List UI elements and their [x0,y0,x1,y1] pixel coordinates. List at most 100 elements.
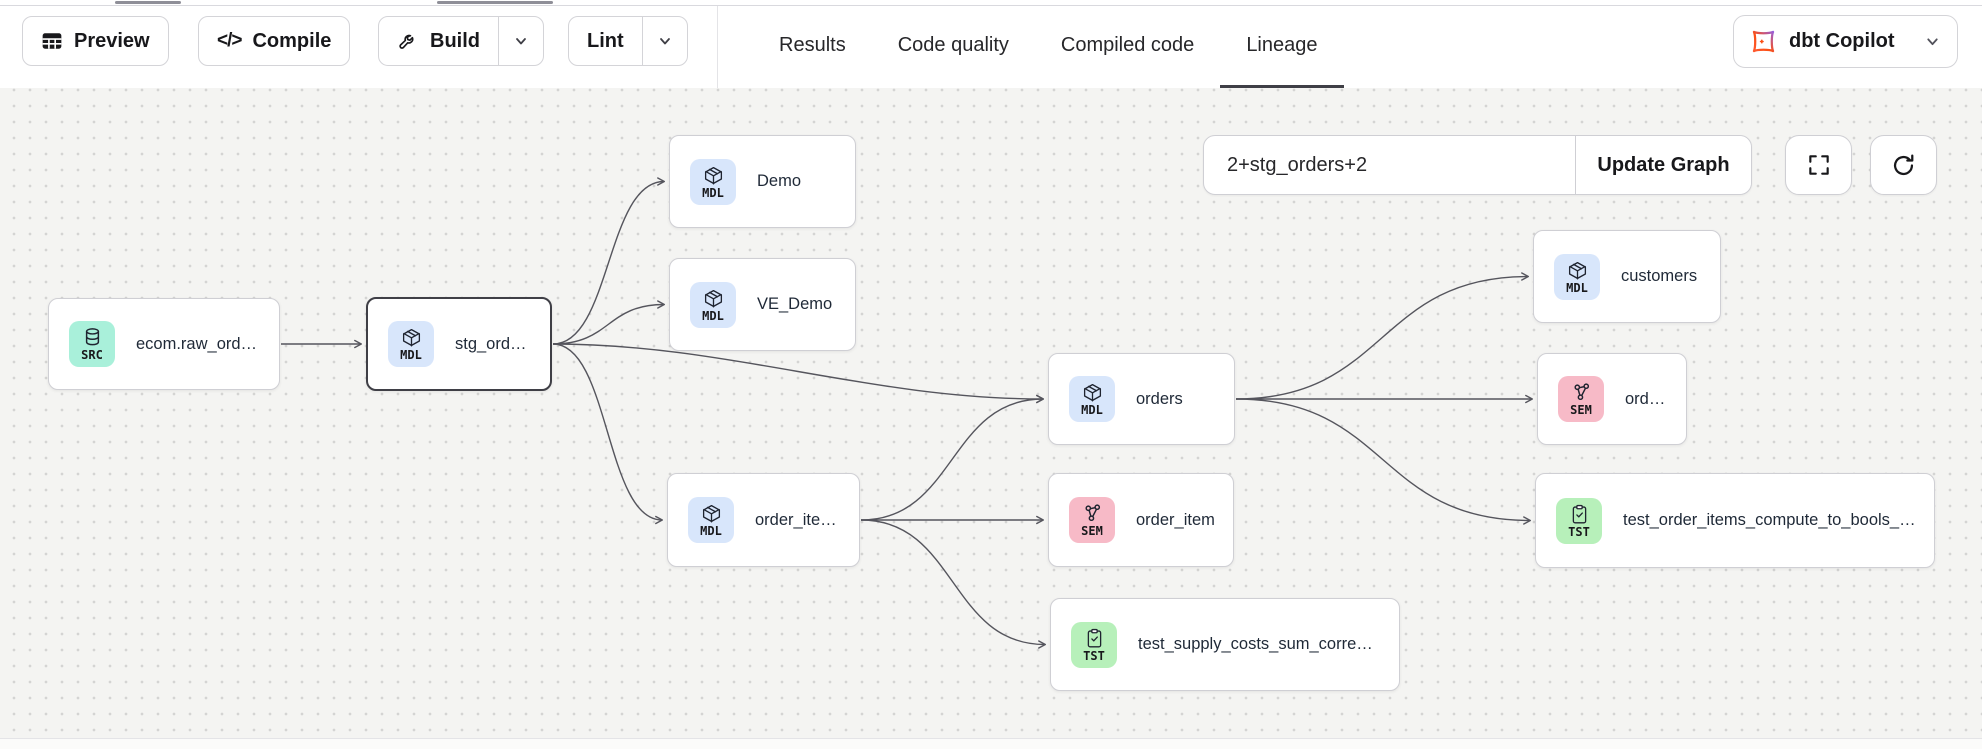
edge-orders_mdl-to-customers [1235,272,1530,400]
wrench-icon [397,30,419,52]
compile-button[interactable]: </> Compile [198,16,351,66]
graph-node-stg_orders[interactable]: MDL stg_orders [366,297,552,391]
graph-node-order_items[interactable]: MDL order_items [667,473,860,567]
cube-icon [401,327,422,348]
cube-icon [1567,260,1588,281]
build-dropdown-button[interactable] [498,17,543,65]
node-label: stg_orders [455,334,532,353]
tab-remnant [437,1,553,4]
tab-compiled-code[interactable]: Compiled code [1060,34,1195,56]
result-tabs: Results Code quality Compiled code Lineage [753,6,1344,88]
network-icon [1082,503,1103,524]
node-type-label: MDL [702,185,724,200]
code-icon: </> [217,30,243,51]
compile-label: Compile [252,29,332,52]
test-badge: TST [1071,621,1117,668]
node-type-label: SEM [1570,403,1592,417]
node-label: VE_Demo [757,295,833,313]
node-label: Demo [757,172,802,190]
cube-icon [701,503,722,524]
graph-filter-box: Update Graph [1203,135,1752,195]
node-label: order_items [755,510,841,529]
bottom-strip [0,738,1982,749]
tab-remnant [115,1,181,4]
tab-lineage[interactable]: Lineage [1220,6,1344,88]
toolbar: Preview </> Compile Build [0,6,1982,89]
build-split-button: Build [378,16,544,66]
clipboard-check-icon [1084,628,1105,649]
model-badge: MDL [1069,376,1115,422]
network-icon [1571,382,1592,403]
test-badge: TST [1556,497,1602,544]
edge-stg_orders-to-orders_mdl [552,343,1045,404]
fullscreen-button[interactable] [1785,135,1852,195]
graph-node-ecom_raw_orders[interactable]: SRC ecom.raw_orders [48,298,280,390]
edge-stg_orders-to-order_items [552,343,663,525]
dbt-copilot-button[interactable]: dbt Copilot [1733,15,1958,68]
node-type-label: MDL [702,308,724,323]
node-type-label: MDL [1566,280,1588,295]
preview-label: Preview [74,29,150,52]
editor-tabbar-sliver [0,0,1982,6]
chevron-down-icon [1924,33,1941,50]
tab-code-quality[interactable]: Code quality [897,34,1009,56]
node-label: test_supply_costs_sum_correctly [1138,635,1381,653]
fullscreen-icon [1806,152,1832,178]
chevron-down-icon [513,33,529,49]
chevron-down-icon [657,33,673,49]
refresh-button[interactable] [1870,135,1937,195]
graph-node-test_order_items[interactable]: TST test_order_items_compute_to_bools_c..… [1535,473,1935,568]
preview-button[interactable]: Preview [22,16,169,66]
graph-node-order_item_sem[interactable]: SEM order_item [1048,473,1234,567]
tab-results[interactable]: Results [779,34,846,56]
node-label: ecom.raw_orders [136,334,261,353]
semantic-model-badge: SEM [1069,497,1115,543]
model-badge: MDL [690,158,736,205]
edge-stg_orders-to-ve_demo [552,300,666,345]
build-button[interactable]: Build [379,17,498,65]
graph-node-demo[interactable]: MDL Demo [669,135,856,228]
node-label: test_order_items_compute_to_bools_c... [1623,511,1916,529]
graph-node-ve_demo[interactable]: MDL VE_Demo [669,258,856,351]
dbt-copilot-label: dbt Copilot [1789,30,1895,52]
model-badge: MDL [688,497,734,543]
update-graph-button[interactable]: Update Graph [1576,136,1751,194]
node-label: orders [1625,389,1668,408]
graph-selector-input[interactable] [1204,136,1575,194]
cube-icon [1082,382,1103,403]
clipboard-check-icon [1569,504,1590,525]
semantic-model-badge: SEM [1558,376,1604,422]
node-label: orders [1136,389,1183,408]
node-label: order_item [1136,510,1215,529]
edge-order_items-to-test_supply [860,519,1046,649]
cube-icon [703,165,724,186]
lint-dropdown-button[interactable] [641,17,687,65]
table-icon [41,30,63,52]
graph-node-orders_sem[interactable]: SEM orders [1537,353,1687,445]
graph-node-orders_mdl[interactable]: MDL orders [1048,353,1235,445]
toolbar-divider [717,6,718,88]
node-type-label: MDL [400,348,422,362]
lint-button[interactable]: Lint [569,17,642,65]
source-badge: SRC [69,321,115,367]
edge-order_items-to-orders_mdl [860,394,1044,521]
model-badge: MDL [690,281,736,328]
edge-orders_mdl-to-test_order_items [1235,398,1532,525]
graph-node-test_supply[interactable]: TST test_supply_costs_sum_correctly [1050,598,1400,691]
filter-divider [1575,136,1576,194]
node-type-label: TST [1083,648,1105,663]
build-label: Build [430,29,480,52]
node-type-label: TST [1568,524,1590,539]
lint-label: Lint [587,29,624,52]
lint-split-button: Lint [568,16,688,66]
model-badge: MDL [388,321,434,367]
model-badge: MDL [1554,253,1600,300]
database-icon [82,327,103,348]
edge-stg_orders-to-demo [552,177,665,345]
node-type-label: MDL [1081,403,1103,417]
node-type-label: MDL [700,524,722,538]
refresh-icon [1890,152,1917,179]
